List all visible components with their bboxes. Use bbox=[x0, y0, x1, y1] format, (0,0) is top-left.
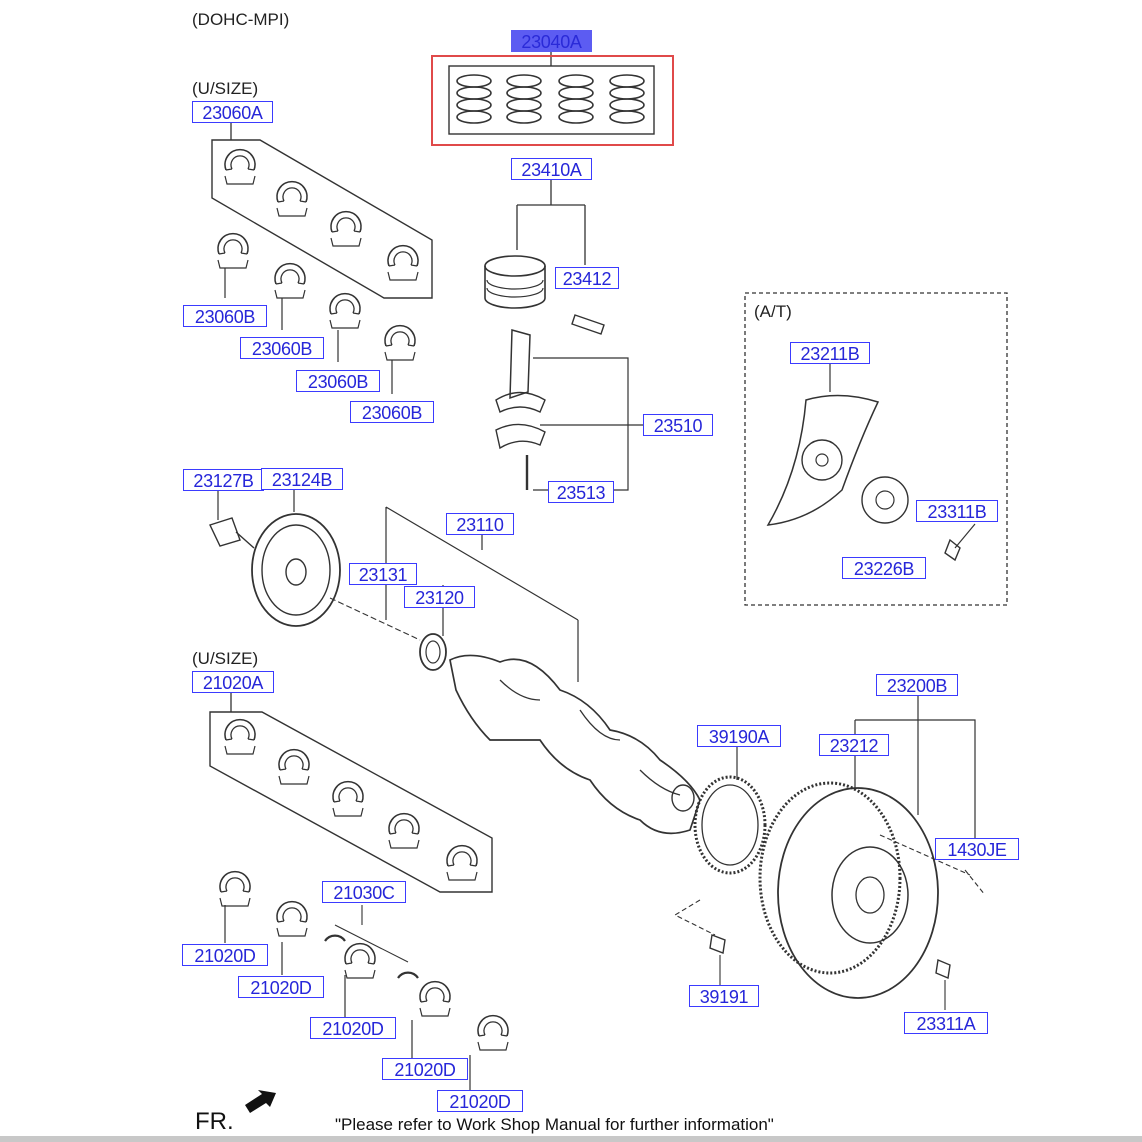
part-label-23110[interactable]: 23110 bbox=[446, 513, 514, 535]
part-label-23060A[interactable]: 23060A bbox=[192, 101, 273, 123]
part-label-23226B[interactable]: 23226B bbox=[842, 557, 926, 579]
lower-main-bearing-drawing bbox=[209, 693, 509, 1090]
part-label-21020D-5[interactable]: 21020D bbox=[437, 1090, 523, 1112]
front-arrow-icon bbox=[245, 1090, 276, 1113]
part-label-21020D-1[interactable]: 21020D bbox=[182, 944, 268, 966]
part-label-23412[interactable]: 23412 bbox=[555, 267, 619, 289]
part-label-23124B[interactable]: 23124B bbox=[261, 468, 343, 490]
part-label-23212[interactable]: 23212 bbox=[819, 734, 889, 756]
auto-transmission-heading: (A/T) bbox=[754, 302, 792, 321]
upper-main-bearing-drawing bbox=[211, 123, 433, 394]
part-label-23131[interactable]: 23131 bbox=[349, 563, 417, 585]
undersize-upper-heading: (U/SIZE) bbox=[192, 79, 259, 98]
piston-ring-set-drawing bbox=[448, 52, 655, 135]
selected-part-highlight-box bbox=[431, 55, 674, 146]
part-label-23410A[interactable]: 23410A bbox=[511, 158, 592, 180]
part-label-23510[interactable]: 23510 bbox=[643, 414, 713, 436]
part-label-21020D-2[interactable]: 21020D bbox=[238, 976, 324, 998]
part-label-23040A[interactable]: 23040A bbox=[511, 30, 592, 52]
engine-type-heading: (DOHC-MPI) bbox=[192, 10, 290, 29]
damper-pulley-drawing bbox=[209, 490, 421, 641]
undersize-lower-heading: (U/SIZE) bbox=[192, 649, 259, 668]
part-label-23127B[interactable]: 23127B bbox=[183, 469, 264, 491]
flywheel-drawing bbox=[673, 696, 986, 1010]
piston-connecting-rod-drawing bbox=[484, 180, 643, 491]
front-direction-label: FR. bbox=[195, 1108, 234, 1135]
part-label-23060B-1[interactable]: 23060B bbox=[183, 305, 267, 327]
part-label-21020A[interactable]: 21020A bbox=[192, 671, 274, 693]
part-label-21030C[interactable]: 21030C bbox=[322, 881, 406, 903]
part-label-21020D-4[interactable]: 21020D bbox=[382, 1058, 468, 1080]
part-label-21020D-3[interactable]: 21020D bbox=[310, 1017, 396, 1039]
automatic-transmission-drawing bbox=[744, 292, 1008, 606]
part-label-23311B[interactable]: 23311B bbox=[916, 500, 998, 522]
crankshaft-drawing bbox=[385, 506, 701, 835]
part-label-23513[interactable]: 23513 bbox=[548, 481, 614, 503]
workshop-manual-note: "Please refer to Work Shop Manual for fu… bbox=[335, 1115, 774, 1134]
part-label-23211B[interactable]: 23211B bbox=[790, 342, 870, 364]
part-label-23311A[interactable]: 23311A bbox=[904, 1012, 988, 1034]
bottom-scrollbar-track[interactable] bbox=[0, 1136, 1142, 1142]
part-label-39191[interactable]: 39191 bbox=[689, 985, 759, 1007]
part-label-23200B[interactable]: 23200B bbox=[876, 674, 958, 696]
part-label-39190A[interactable]: 39190A bbox=[697, 725, 781, 747]
part-label-23060B-2[interactable]: 23060B bbox=[240, 337, 324, 359]
part-label-23060B-4[interactable]: 23060B bbox=[350, 401, 434, 423]
part-label-23120[interactable]: 23120 bbox=[404, 586, 475, 608]
part-label-1430JE[interactable]: 1430JE bbox=[935, 838, 1019, 860]
part-label-23060B-3[interactable]: 23060B bbox=[296, 370, 380, 392]
